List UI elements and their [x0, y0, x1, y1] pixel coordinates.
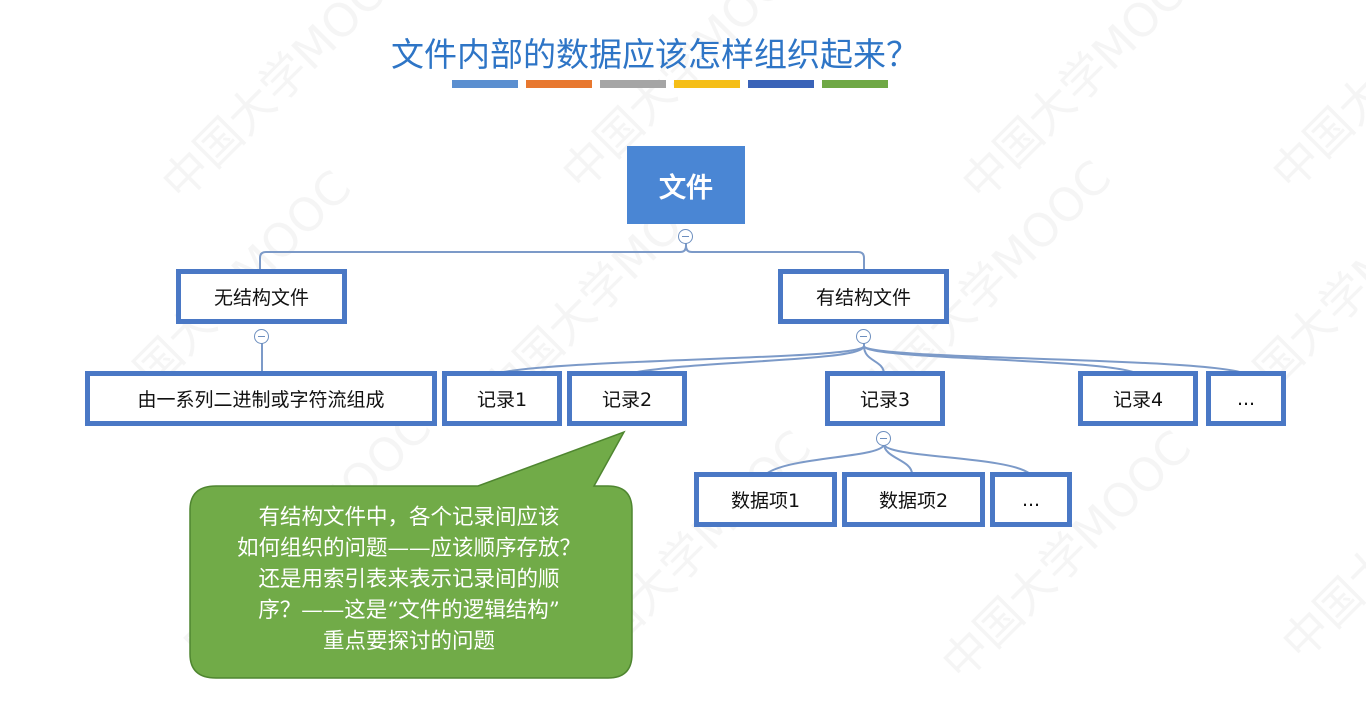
link-structured-more [863, 345, 1247, 375]
node-record-4-label: 记录4 [1112, 389, 1164, 411]
color-bar-segment-2 [526, 80, 592, 88]
node-record-3[interactable]: 记录3 [825, 371, 945, 426]
node-record-1-label: 记录1 [476, 389, 528, 411]
callout-line-2: 如何组织的问题——应该顺序存放？ [236, 536, 581, 561]
node-byte-stream[interactable]: 由一系列二进制或字符流组成 [85, 371, 437, 426]
node-record-2[interactable]: 记录2 [567, 371, 687, 426]
node-byte-stream-label: 由一系列二进制或字符流组成 [137, 389, 385, 411]
node-record-3-label: 记录3 [859, 389, 911, 411]
node-unstructured-label: 无结构文件 [213, 287, 309, 309]
node-data-item-2[interactable]: 数据项2 [842, 472, 985, 527]
color-bar-segment-4 [674, 80, 740, 88]
callout-line-3: 还是用索引表来表示记录间的顺 [258, 567, 560, 592]
node-data-item-more[interactable]: ... [990, 472, 1072, 527]
link-root-structured [685, 245, 865, 270]
node-root-file[interactable]: 文件 [627, 146, 745, 224]
collapse-record3-icon[interactable] [876, 431, 891, 446]
color-bar-segment-3 [600, 80, 666, 88]
title-color-bar [452, 80, 896, 88]
node-record-more-label: ... [1236, 387, 1256, 410]
callout-line-5: 重点要探讨的问题 [322, 629, 495, 654]
node-data-item-more-label: ... [1021, 488, 1041, 511]
page-title: 文件内部的数据应该怎样组织起来？ [391, 35, 919, 74]
node-record-4[interactable]: 记录4 [1078, 371, 1198, 426]
node-data-item-1-label: 数据项1 [730, 490, 801, 512]
color-bar-segment-6 [822, 80, 888, 88]
node-record-2-label: 记录2 [601, 389, 653, 411]
node-record-1[interactable]: 记录1 [442, 371, 562, 426]
callout-shape [189, 430, 633, 679]
link-record3-item2 [883, 443, 913, 475]
color-bar-segment-1 [452, 80, 518, 88]
collapse-structured-icon[interactable] [856, 329, 871, 344]
node-data-item-1[interactable]: 数据项1 [694, 472, 837, 527]
node-data-item-2-label: 数据项2 [878, 490, 949, 512]
node-structured-file[interactable]: 有结构文件 [778, 269, 949, 324]
node-unstructured-file[interactable]: 无结构文件 [176, 269, 347, 324]
link-structured-record1 [492, 330, 865, 375]
callout-line-1: 有结构文件中，各个记录间应该 [258, 505, 560, 530]
collapse-unstructured-icon[interactable] [254, 329, 269, 344]
link-record3-more [883, 443, 1031, 475]
collapse-root-icon[interactable] [678, 229, 693, 244]
color-bar-segment-5 [748, 80, 814, 88]
node-structured-label: 有结构文件 [815, 287, 911, 309]
node-root-label: 文件 [659, 172, 713, 204]
link-structured-record2 [626, 345, 865, 375]
callout-line-4: 序？——这是“文件的逻辑结构” [258, 598, 560, 623]
callout-text: 有结构文件中，各个记录间应该 如何组织的问题——应该顺序存放？ 还是用索引表来表… [192, 502, 626, 657]
link-structured-record3 [863, 345, 885, 375]
node-record-more[interactable]: ... [1206, 371, 1286, 426]
